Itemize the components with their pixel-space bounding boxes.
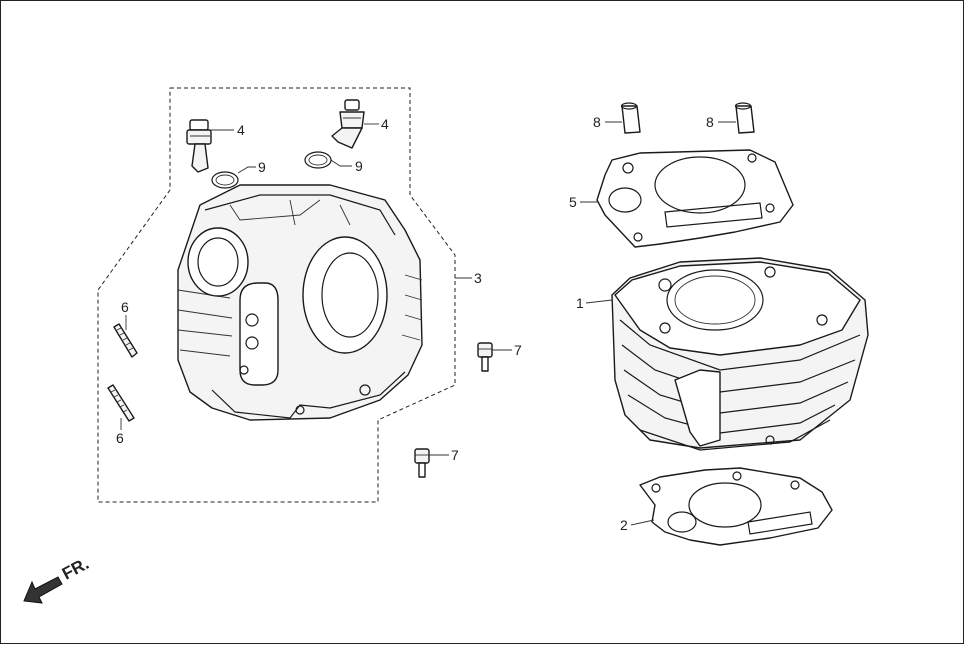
callout-valve-a: 4 — [237, 122, 245, 138]
callout-dowel-b: 8 — [706, 114, 714, 130]
callouts: 4 4 9 9 3 6 6 7 7 8 8 5 1 2 — [116, 114, 714, 533]
callout-cylinder: 1 — [576, 295, 584, 311]
base-gasket — [639, 467, 833, 546]
callout-oring-b: 9 — [355, 158, 363, 174]
cylinder-head — [177, 184, 423, 421]
stud-a — [113, 323, 138, 358]
callout-bolt-b: 7 — [451, 447, 459, 463]
callout-cylinder-head: 3 — [474, 270, 482, 286]
bolt-b — [414, 448, 430, 478]
head-group-outline — [97, 87, 456, 503]
cylinder-block — [611, 257, 869, 451]
front-arrow-icon — [23, 576, 63, 604]
head-gasket — [596, 149, 794, 248]
callout-dowel-a: 8 — [593, 114, 601, 130]
callout-stud-b: 6 — [116, 430, 124, 446]
callout-valve-b: 4 — [381, 116, 389, 132]
front-label: FR. — [59, 554, 92, 584]
callout-bolt-a: 7 — [514, 342, 522, 358]
o-ring-a — [211, 171, 239, 189]
bolt-a — [477, 342, 493, 372]
dowel-b — [734, 102, 755, 134]
leader-lines — [120, 121, 736, 526]
callout-oring-a: 9 — [258, 159, 266, 175]
o-ring-b — [304, 151, 332, 169]
dowel-a — [620, 102, 641, 134]
stud-b — [107, 384, 135, 422]
valve-insert-b — [331, 99, 365, 149]
callout-stud-a: 6 — [121, 299, 129, 315]
front-direction-marker: FR. — [23, 554, 92, 604]
callout-head-gasket: 5 — [569, 194, 577, 210]
callout-base-gasket: 2 — [620, 517, 628, 533]
valve-insert-a — [186, 119, 212, 173]
